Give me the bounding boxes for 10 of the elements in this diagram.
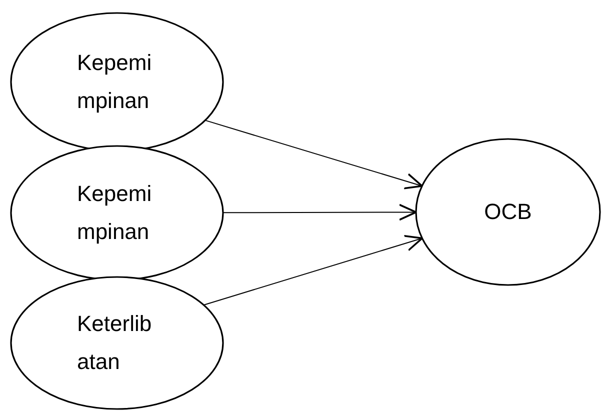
node-label: Kepemimpinan [77,180,153,246]
arrow [204,120,423,190]
ellipse-node [10,276,224,410]
arrow [203,235,424,306]
arrow [222,204,417,221]
node-label: OCB [484,198,532,226]
node-label: Keterlibatan [77,310,153,376]
ellipse-node [415,138,601,286]
ellipse-node [10,145,224,281]
node-label: Kepemimpinan [77,49,153,115]
